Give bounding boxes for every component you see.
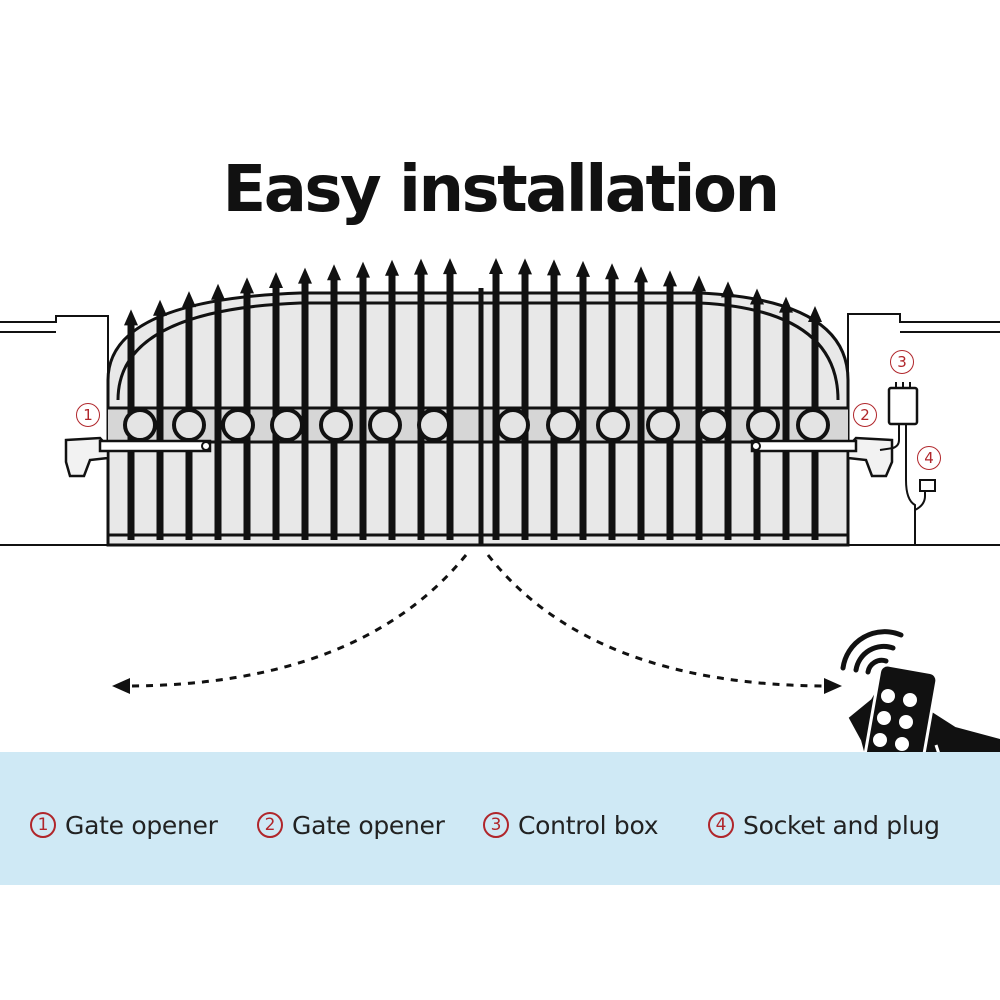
callout-2: 2	[853, 403, 877, 427]
gate-opener-left	[64, 436, 212, 478]
spear-finial	[779, 296, 793, 313]
legend-number: 3	[483, 812, 509, 838]
socket-icon	[914, 479, 936, 511]
legend-item-socket-and-plug: 4 Socket and plug	[708, 803, 940, 847]
arrowhead-right	[824, 678, 842, 694]
legend-item-control-box: 3 Control box	[483, 803, 659, 847]
spear-finial	[153, 299, 167, 316]
spear-finial	[356, 261, 370, 278]
spear-finial	[489, 258, 503, 275]
spear-finial	[518, 258, 532, 275]
spear-finial	[182, 291, 196, 308]
left-wall	[0, 315, 109, 546]
spear-finial	[240, 277, 254, 294]
legend-label: Gate opener	[65, 810, 218, 840]
legend-number: 2	[257, 812, 283, 838]
spear-finial	[634, 266, 648, 283]
spear-finial	[692, 275, 706, 292]
spear-finial	[327, 264, 341, 281]
gate-ring	[546, 408, 580, 442]
gate-ring	[172, 408, 206, 442]
spear-finial	[124, 309, 138, 326]
legend-label: Socket and plug	[743, 810, 940, 840]
gate-arch-inner	[116, 301, 840, 401]
spear-finial	[721, 281, 735, 298]
gate-ring	[746, 408, 780, 442]
spear-finial	[605, 263, 619, 280]
spear-finial	[808, 305, 822, 322]
gate-ring	[417, 408, 451, 442]
gate-ring	[319, 408, 353, 442]
gate-rings	[123, 408, 830, 442]
gate-ring	[270, 408, 304, 442]
legend-label: Control box	[518, 810, 659, 840]
spear-finial	[269, 272, 283, 289]
gate-ring	[596, 408, 630, 442]
gate-opener-right	[750, 436, 894, 478]
spear-finial	[547, 259, 561, 276]
spear-finial	[750, 288, 764, 305]
wireless-signal-icon	[840, 629, 904, 675]
spear-finial	[576, 260, 590, 277]
swing-arrows	[127, 554, 827, 688]
spear-finial	[443, 258, 457, 275]
spear-finial	[663, 270, 677, 287]
legend-label: Gate opener	[292, 810, 445, 840]
gate-ring	[368, 408, 402, 442]
gate-ring	[796, 408, 830, 442]
legend-item-gate-opener-1: 1 Gate opener	[30, 803, 218, 847]
arrowhead-left	[112, 678, 130, 694]
gate-ring	[646, 408, 680, 442]
legend-number: 4	[708, 812, 734, 838]
spear-finial	[385, 259, 399, 276]
gate-ring	[496, 408, 530, 442]
spear-finial	[298, 267, 312, 284]
gate-ring	[696, 408, 730, 442]
callout-4: 4	[917, 446, 941, 470]
gate-ring	[221, 408, 255, 442]
spear-finial	[211, 283, 225, 300]
page-title: Easy installation	[222, 153, 781, 227]
right-wall	[847, 313, 1000, 546]
callout-1: 1	[76, 403, 100, 427]
legend-number: 1	[30, 812, 56, 838]
legend-item-gate-opener-2: 2 Gate opener	[257, 803, 445, 847]
spear-finial	[414, 258, 428, 275]
gate-ring	[123, 408, 157, 442]
control-box-icon	[879, 382, 919, 545]
callout-3: 3	[890, 350, 914, 374]
